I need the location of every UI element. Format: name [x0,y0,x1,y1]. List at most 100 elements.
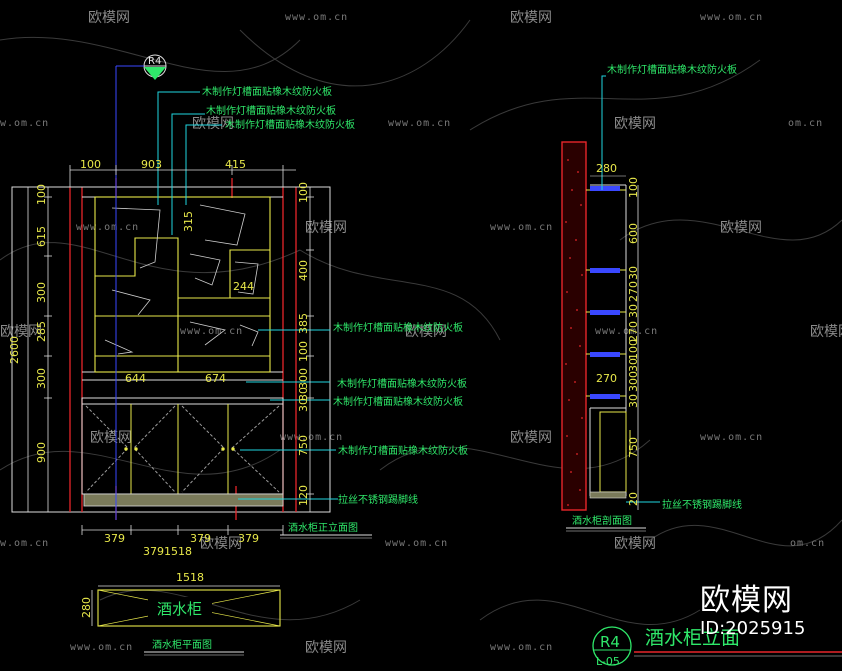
brand-watermark: 欧模网 ID:2025915 [700,584,840,640]
note-leader [601,75,606,190]
section-tag-label: R4 [148,56,161,67]
section-tag-arrow [144,67,166,80]
dimension-text: 900 [35,442,48,463]
dimension-text: 2600 [8,336,21,364]
dimension-text: 244 [233,280,254,293]
watermark-site: www.om.cn [700,432,763,443]
title-ref-circle [592,626,632,666]
dimension-text: 100 [297,182,310,203]
dimension-text: 379 [238,532,259,545]
watermark-site: www.om.cn [180,326,243,337]
note-leaders [157,91,338,500]
dimension-text: 903 [141,158,162,171]
watermark-brand: 欧模网 [614,116,656,132]
watermark-site: om.cn [790,538,825,549]
title-ref: R4 [600,633,620,651]
top-dimension-line [69,165,296,187]
material-note: 木制作灯槽面贴橡木纹防火板 [202,85,332,98]
material-note: 木制作灯槽面贴橡木纹防火板 [337,377,467,390]
watermark-site: www.om.cn [700,12,763,23]
dimension-text: 385 [297,313,310,334]
dimension-text: 30 [627,358,640,372]
dimension-text: 100 [35,184,48,205]
watermark-site: www.om.cn [490,222,553,233]
brand-id: ID:2025915 [700,618,806,639]
section-kick [589,491,627,499]
dimension-text: 615 [35,226,48,247]
dimension-text: 674 [205,372,226,385]
dimension-text: 300 [35,368,48,389]
dimension-text: 600 [627,223,640,244]
wall-hatch [565,159,583,506]
dimension-text: 30 [627,304,640,318]
watermark-brand: 欧模网 [510,430,552,446]
section-wall [561,141,587,511]
dimension-text: 120 [297,485,310,506]
dimension-text: 100 [297,341,310,362]
section-title: 酒水柜剖面图 [572,514,632,527]
title-block: R4 L-05 酒水柜立面 [592,626,842,668]
section-body [589,184,627,497]
dimension-text: 100 [627,177,640,198]
watermark-brand: 欧模网 [192,116,234,132]
watermark-texts: 欧模网 www.om.cn 欧模网 www.om.cn w.om.cn 欧模网 … [0,10,842,656]
right-dimension-line [306,187,314,512]
bottom-dimension-line [81,525,284,535]
dimension-text: 280 [80,597,93,618]
dimension-text: 379 [190,532,211,545]
watermark-brand: 欧模网 [510,10,552,26]
watermark-brand: 欧模网 [405,324,447,340]
watermark-brand: 欧模网 [720,220,762,236]
kick-plate [83,493,284,507]
section-view: 木制作灯槽面贴橡木纹防火板 拉丝不锈钢踢脚线 280 270 100 600 3… [561,63,742,532]
material-note: 拉丝不锈钢踢脚线 [662,498,742,511]
lower-cabinet [81,397,284,495]
dimension-text: 280 [596,162,617,175]
dimension-text: 300 [35,282,48,303]
watermark-brand: 欧模网 [0,324,42,340]
watermark-site: om.cn [788,118,823,129]
plan-outline [97,589,281,627]
dimension-text: 30 [627,394,640,408]
dimension-text: 3791518 [143,545,192,558]
watermark-brand: 欧模网 [305,220,347,236]
watermark-site: www.om.cn [285,12,348,23]
left-dimension-line [27,187,52,512]
shelf-glass-lines [104,204,259,355]
dimension-text: 300 [297,368,310,389]
title-text: 酒水柜立面 [645,627,740,649]
elevation-title: 酒水柜正立面图 [288,521,358,534]
material-note: 拉丝不锈钢踢脚线 [338,493,418,506]
watermark-brand: 欧模网 [305,640,347,656]
dimension-text: 100 [80,158,101,171]
watermark-site: www.om.cn [490,642,553,653]
display-shelf-frame [94,196,271,373]
plan-view: 1518 280 酒水柜 酒水柜平面图 [80,571,281,656]
dimension-text: 644 [125,372,146,385]
material-note: 木制作灯槽面贴橡木纹防火板 [607,63,737,76]
watermark-brand: 欧模网 [88,10,130,26]
watermark-site: w.om.cn [0,118,49,129]
dimension-text: 750 [297,435,310,456]
title-sheet: L-05 [596,655,620,668]
material-note: 木制作灯槽面贴橡木纹防火板 [225,118,355,131]
dimension-text: 315 [182,211,195,232]
material-note: 木制作灯槽面贴橡木纹防火板 [333,395,463,408]
watermark-site: w.om.cn [0,538,49,549]
watermark-site: www.om.cn [70,642,133,653]
material-note: 木制作灯槽面贴橡木纹防火板 [338,444,468,457]
dimension-text: 750 [627,437,640,458]
section-light-troughs [590,186,620,399]
dimension-text: 285 [35,321,48,342]
watermark-site: www.om.cn [385,538,448,549]
dimension-text: 30 [297,387,310,401]
dimension-text: 300 [627,371,640,392]
dimension-text: 400 [297,260,310,281]
material-note: 木制作灯槽面贴橡木纹防火板 [206,104,336,117]
dimension-text: 270 [627,281,640,302]
watermark-layer [0,19,842,626]
dimension-text: 1518 [176,571,204,584]
watermark-brand: 欧模网 [614,536,656,552]
